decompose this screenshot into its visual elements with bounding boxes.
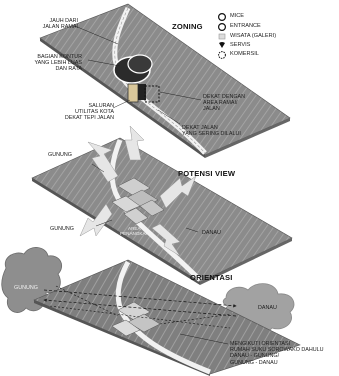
view-mountain-top-label: GUNUNG <box>48 152 72 158</box>
gallery-zone <box>128 84 138 102</box>
legend-commercial-label: KOMERSIL <box>230 51 259 57</box>
view-mountain-bottom-label: GUNUNG <box>50 226 74 232</box>
view-panel <box>32 126 292 285</box>
legend-mice-label: MICE <box>230 13 244 19</box>
commercial-icon <box>219 52 226 59</box>
legend-entrance-label: ENTRANCE <box>230 23 261 29</box>
zoning-legend-icons <box>219 14 226 59</box>
orientation-title: ORIENTASI <box>190 273 233 282</box>
gallery-icon <box>219 34 225 39</box>
zoning-title: ZONING <box>172 22 203 31</box>
wide-flat-contour-label: BAGIAN KONTUR YANG LEBIH LUAS DAN RATA <box>30 54 82 73</box>
entrance-icon <box>219 24 226 31</box>
legend-service-label: SERVIS <box>230 42 250 48</box>
viewing-area-label: AREA PENANGKAP <box>120 226 149 236</box>
view-lake-label: DANAU <box>202 230 221 236</box>
near-frequent-road-label: DEKAT JALAN YANG SERING DILALUI <box>182 125 241 137</box>
orientation-lake-label: DANAU <box>258 305 277 311</box>
view-title: POTENSI VIEW <box>178 169 235 178</box>
orientation-note-label: MENGIKUTI ORIENTASI RUMAH SUKU SOROWAKO … <box>230 341 324 366</box>
legend-gallery-label: WISATA (GALERI) <box>230 33 276 39</box>
orientation-mountain-label: GUNUNG <box>14 285 38 291</box>
city-utilities-label: SALURAN UTILITAS KOTA DEKAT TEPI JALAN <box>62 103 114 122</box>
service-icon <box>219 42 225 48</box>
mice-icon <box>219 14 226 21</box>
far-from-busy-road-label: JAUH DARI JALAN RAMAI <box>36 18 78 30</box>
near-busy-area-label: DEKAT DENGAN AREA RAMAI/ JALAN <box>203 94 245 113</box>
